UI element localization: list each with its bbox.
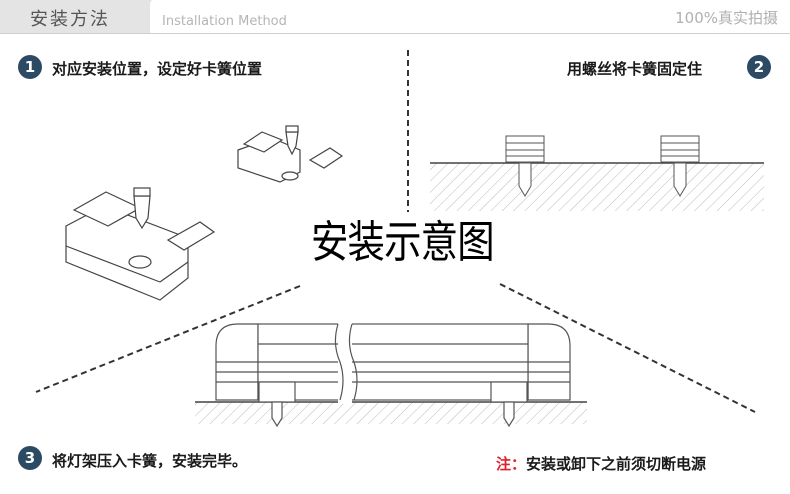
warning-note: 注：安装或卸下之前须切断电源	[496, 453, 706, 474]
step-3-text: 将灯架压入卡簧，安装完毕。	[52, 452, 248, 470]
step-1-text: 对应安装位置，设定好卡簧位置	[52, 60, 263, 78]
warning-label: 注：	[496, 455, 527, 473]
ground-step2	[430, 135, 764, 211]
warning-text: 安装或卸下之前须切断电源	[526, 455, 707, 473]
lamp-holder	[215, 323, 571, 428]
header-title-cn: 安装方法	[30, 9, 110, 30]
header-title-en: Installation Method	[162, 14, 287, 29]
ground-step3	[195, 401, 587, 424]
divider-left-diagonal	[35, 285, 301, 393]
step-1-number: 1	[18, 55, 42, 79]
step-3-number: 3	[18, 446, 42, 470]
header-divider	[0, 33, 790, 34]
clip-small	[237, 125, 344, 183]
divider-right-diagonal	[499, 283, 756, 413]
header-tab-slant	[130, 0, 152, 34]
header-tab	[0, 0, 150, 34]
step-2-number: 2	[747, 55, 771, 79]
divider-lines	[35, 50, 756, 413]
clip-large	[65, 187, 216, 301]
header-photo-note: 100%真实拍摄	[675, 9, 778, 27]
lamp-break-mark	[338, 322, 352, 404]
step-2-text: 用螺丝将卡簧固定住	[567, 60, 703, 78]
header: 安装方法 Installation Method 100%真实拍摄	[0, 0, 790, 34]
center-title: 安装示意图	[311, 217, 495, 268]
